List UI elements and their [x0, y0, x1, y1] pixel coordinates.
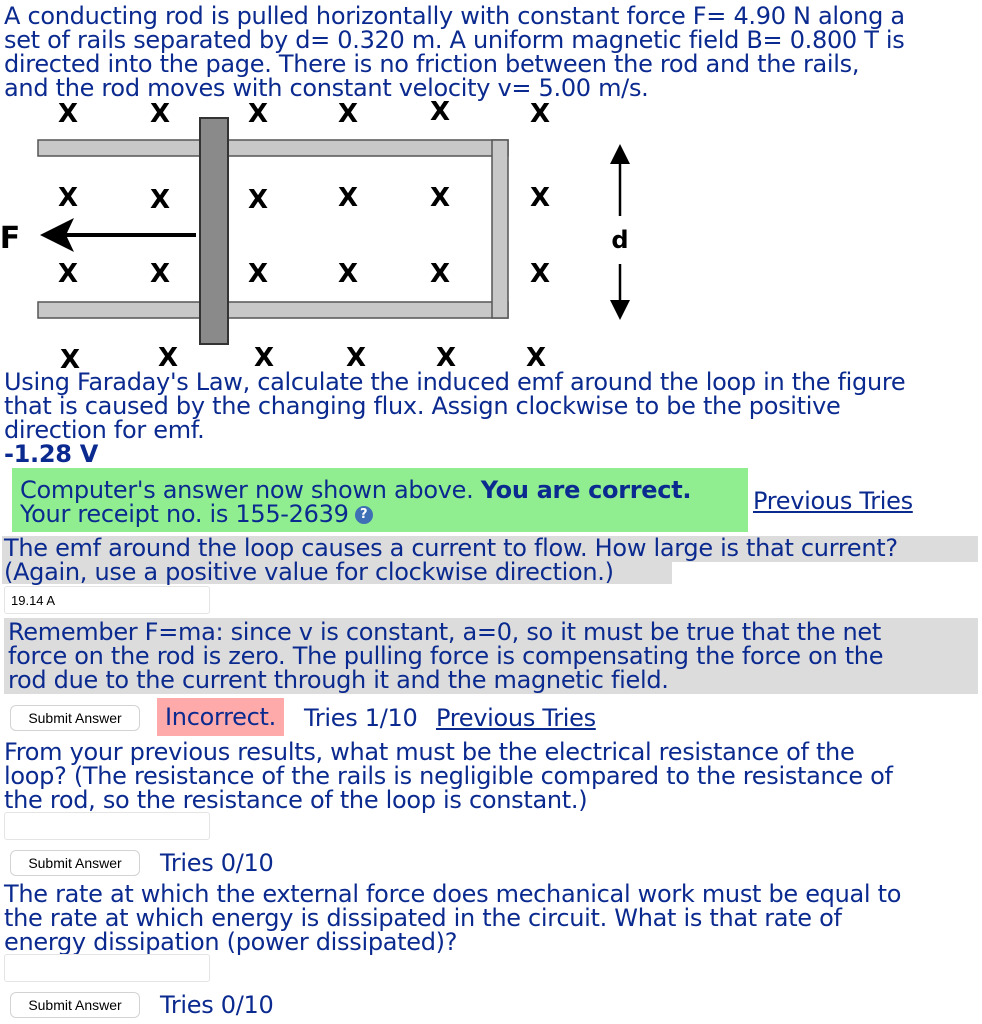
rod-rails-figure: X X X X X X X X X X X X X X X X X X X X … [0, 98, 630, 370]
field-x-mark: X [338, 99, 358, 129]
submit-answer-button[interactable]: Submit Answer [10, 850, 140, 876]
computer-answer: -1.28 V [4, 440, 99, 468]
feedback-text: Computer's answer now shown above. [20, 476, 474, 504]
field-x-mark: X [248, 259, 268, 289]
hint-line: rod due to the current through it and th… [8, 666, 669, 694]
field-x-mark: X [248, 99, 268, 129]
question-line: The emf around the loop causes a current… [4, 534, 898, 562]
question-line: Using Faraday's Law, calculate the induc… [4, 368, 906, 396]
conducting-rod [199, 117, 229, 345]
separation-label: d [611, 226, 628, 254]
field-x-mark: X [430, 98, 450, 127]
previous-tries-link[interactable]: Previous Tries [753, 487, 913, 515]
field-x-mark: X [58, 183, 78, 213]
question-line: that is caused by the changing flux. Ass… [4, 392, 841, 420]
question-line: From your previous results, what must be… [4, 738, 855, 766]
power-answer-input[interactable] [4, 954, 210, 982]
receipt-text: Your receipt no. is 155-2639 [20, 500, 349, 528]
hint-line: force on the rod is zero. The pulling fo… [8, 642, 884, 670]
correct-label: You are correct. [480, 476, 692, 504]
force-label: F [0, 221, 20, 256]
tries-counter: Tries 0/10 [160, 991, 274, 1019]
field-x-mark: X [436, 343, 456, 370]
submit-answer-button[interactable]: Submit Answer [10, 992, 140, 1018]
tries-counter: Tries 1/10 [304, 704, 418, 732]
field-x-mark: X [530, 259, 550, 289]
field-x-mark: X [430, 259, 450, 289]
problem-line: A conducting rod is pulled horizontally … [4, 2, 905, 30]
field-x-mark: X [254, 343, 274, 370]
problem-statement: A conducting rod is pulled horizontally … [4, 4, 905, 100]
q2-grey-cut [672, 562, 978, 584]
question-line: loop? (The resistance of the rails is ne… [4, 762, 893, 790]
field-x-mark: X [150, 99, 170, 129]
field-x-mark: X [338, 259, 358, 289]
field-x-mark: X [158, 343, 178, 370]
field-x-mark: X [150, 259, 170, 289]
question-line: The rate at which the external force doe… [4, 880, 902, 908]
question-line: (Again, use a positive value for clockwi… [4, 558, 614, 586]
question-2: The emf around the loop causes a current… [2, 536, 978, 584]
problem-line: directed into the page. There is no fric… [4, 50, 860, 78]
question-1: Using Faraday's Law, calculate the induc… [4, 368, 906, 468]
incorrect-status: Incorrect. [157, 698, 284, 736]
problem-line: set of rails separated by d= 0.320 m. A … [4, 26, 905, 54]
field-x-mark: X [346, 343, 366, 370]
question-line: energy dissipation (power dissipated)? [4, 928, 458, 956]
question-line: the rate at which energy is dissipated i… [4, 904, 842, 932]
submit-answer-button[interactable]: Submit Answer [10, 705, 140, 731]
force-arrow-icon [40, 218, 196, 252]
field-x-mark: X [530, 183, 550, 213]
field-x-mark: X [60, 345, 80, 370]
field-x-mark: X [58, 99, 78, 129]
question-4: The rate at which the external force doe… [4, 882, 901, 954]
hint-line: Remember F=ma: since v is constant, a=0,… [8, 618, 881, 646]
correct-feedback-box: Computer's answer now shown above. You a… [12, 468, 748, 532]
field-x-mark: X [150, 185, 170, 215]
field-x-mark: X [530, 99, 550, 129]
separation-arrow-icon [610, 144, 630, 320]
resistance-answer-input[interactable] [4, 812, 210, 840]
problem-line: and the rod moves with constant velocity… [4, 74, 649, 102]
question-3: From your previous results, what must be… [4, 740, 893, 812]
question-line: direction for emf. [4, 416, 205, 444]
bottom-rail [37, 301, 509, 319]
field-x-mark: X [248, 185, 268, 215]
hint-box: Remember F=ma: since v is constant, a=0,… [4, 618, 978, 694]
previous-tries-link[interactable]: Previous Tries [436, 704, 596, 732]
current-answer-input[interactable]: 19.14 A [4, 586, 210, 614]
field-x-mark: X [58, 259, 78, 289]
end-rail [491, 139, 509, 319]
field-x-mark: X [430, 183, 450, 213]
tries-counter: Tries 0/10 [160, 849, 274, 877]
field-x-mark: X [338, 183, 358, 213]
question-line: the rod, so the resistance of the loop i… [4, 786, 588, 814]
help-icon[interactable]: ? [354, 506, 373, 524]
field-x-mark: X [526, 343, 546, 370]
top-rail [37, 139, 509, 157]
